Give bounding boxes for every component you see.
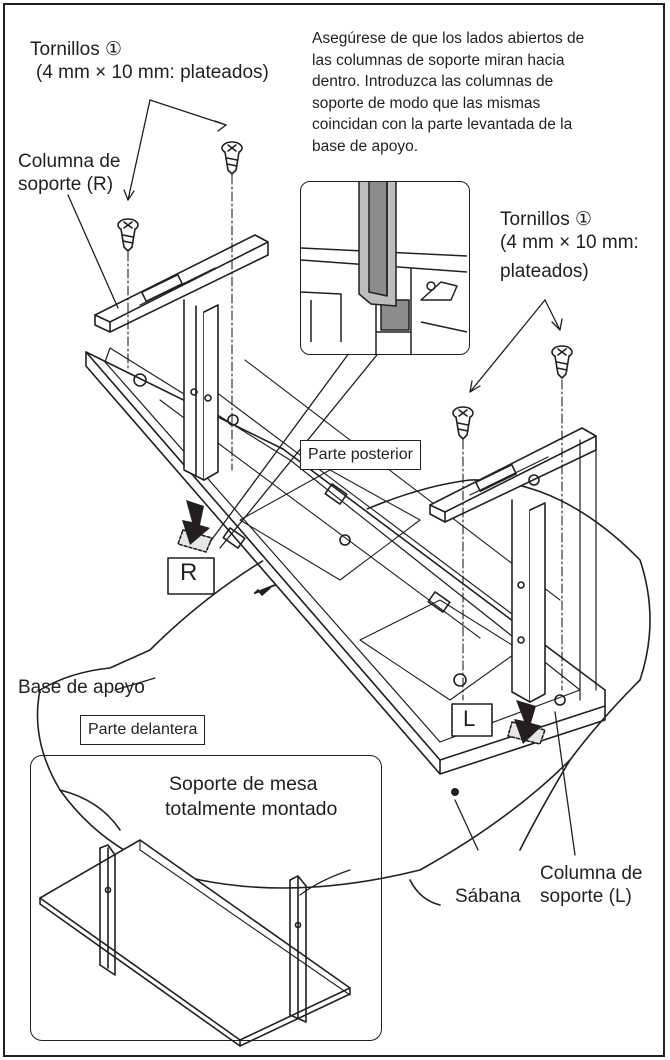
column-r-line2: soporte (R) — [18, 174, 114, 195]
screws-right-line3: plateados) — [500, 261, 589, 282]
note-line-6: base de apoyo. — [312, 137, 419, 155]
screws-right-line1: Tornillos ① — [500, 209, 593, 230]
r-mark: R — [180, 559, 198, 586]
column-l-label: Columna de soporte (L) — [540, 862, 642, 908]
sheet-label: Sábana — [455, 886, 521, 907]
note-line-1: Asegúrese de que los lados abiertos de — [312, 30, 585, 47]
insert-arrow-r — [182, 500, 210, 545]
sheet-marker — [451, 788, 459, 796]
assembled-inset-box — [30, 755, 382, 1041]
note-line-4: soporte de modo que las mismas — [312, 94, 541, 112]
assembled-line2: totalmente montado — [165, 798, 338, 820]
diagram-frame — [3, 3, 665, 1057]
screws-right-line2: (4 mm × 10 mm: — [500, 232, 639, 253]
note-line-2: las columnas de soporte miran hacia — [312, 51, 565, 69]
column-r-label: Columna de soporte (R) — [18, 150, 120, 196]
screws-left-line2: (4 mm × 10 mm: plateados) — [36, 62, 269, 83]
assembled-line1: Soporte de mesa — [169, 773, 318, 795]
column-l-line1: Columna de — [540, 863, 643, 884]
slot-r — [177, 529, 213, 553]
assembled-stand — [39, 839, 351, 1047]
screws-left-line1: Tornillos ① — [30, 39, 123, 60]
rear-label: Parte posterior — [300, 440, 421, 470]
base-label: Base de apoyo — [18, 677, 145, 698]
note-line-5: coincidan con la parte levantada de la — [312, 116, 573, 133]
front-label: Parte delantera — [80, 715, 206, 745]
assembled-label: Soporte de mesa totalmente montado — [165, 772, 337, 822]
zoom-detail — [300, 181, 470, 355]
screws-label-right: Tornillos ① (4 mm × 10 mm: plateados) — [500, 208, 639, 283]
l-mark: L — [463, 706, 476, 731]
note-line-3: dentro. Introduzca las columnas de — [312, 73, 554, 90]
screws-label-left: Tornillos ① (4 mm × 10 mm: plateados) — [30, 38, 269, 84]
column-r-line1: Columna de — [18, 151, 121, 172]
screws — [117, 141, 573, 440]
column-l-line2: soporte (L) — [540, 886, 632, 907]
r-mark-box — [167, 557, 215, 595]
support-column-r — [94, 234, 269, 481]
instruction-note: Asegúrese de que los lados abiertos de l… — [312, 28, 584, 157]
l-mark-box — [451, 703, 493, 737]
insert-arrow-l — [514, 700, 542, 744]
alignment-lines — [127, 174, 563, 701]
